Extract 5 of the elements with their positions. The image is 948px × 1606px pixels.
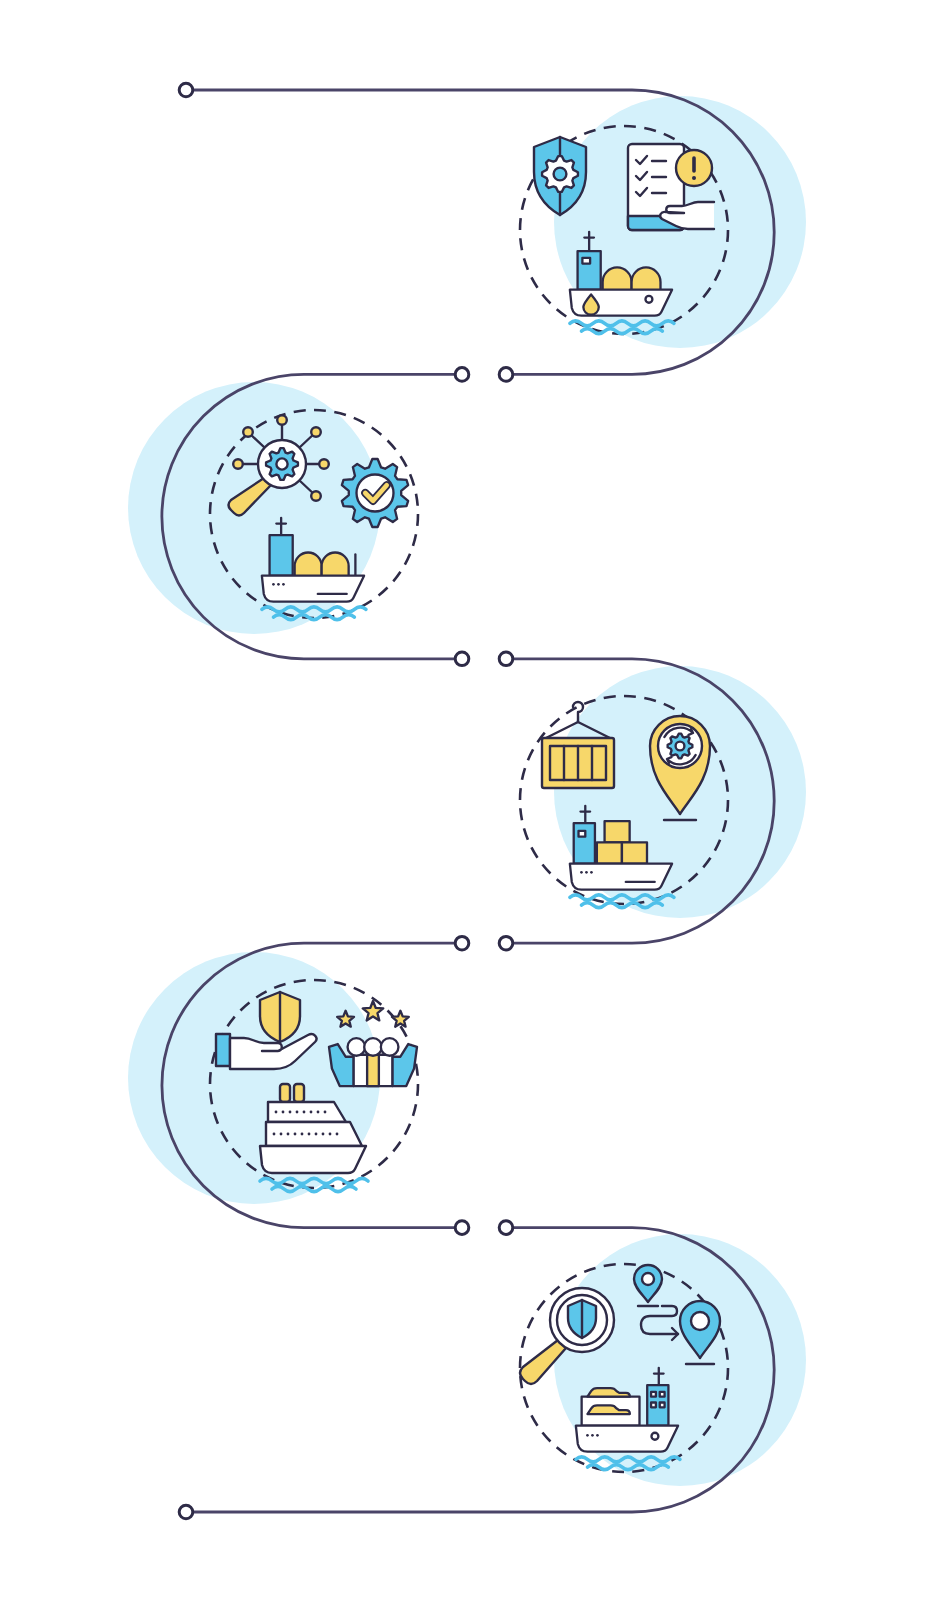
- step-circle: [208, 408, 420, 621]
- step-circle: [518, 124, 730, 337]
- step-circle: [208, 977, 420, 1190]
- step-circle: [518, 693, 730, 905]
- step-circle: [518, 1261, 730, 1474]
